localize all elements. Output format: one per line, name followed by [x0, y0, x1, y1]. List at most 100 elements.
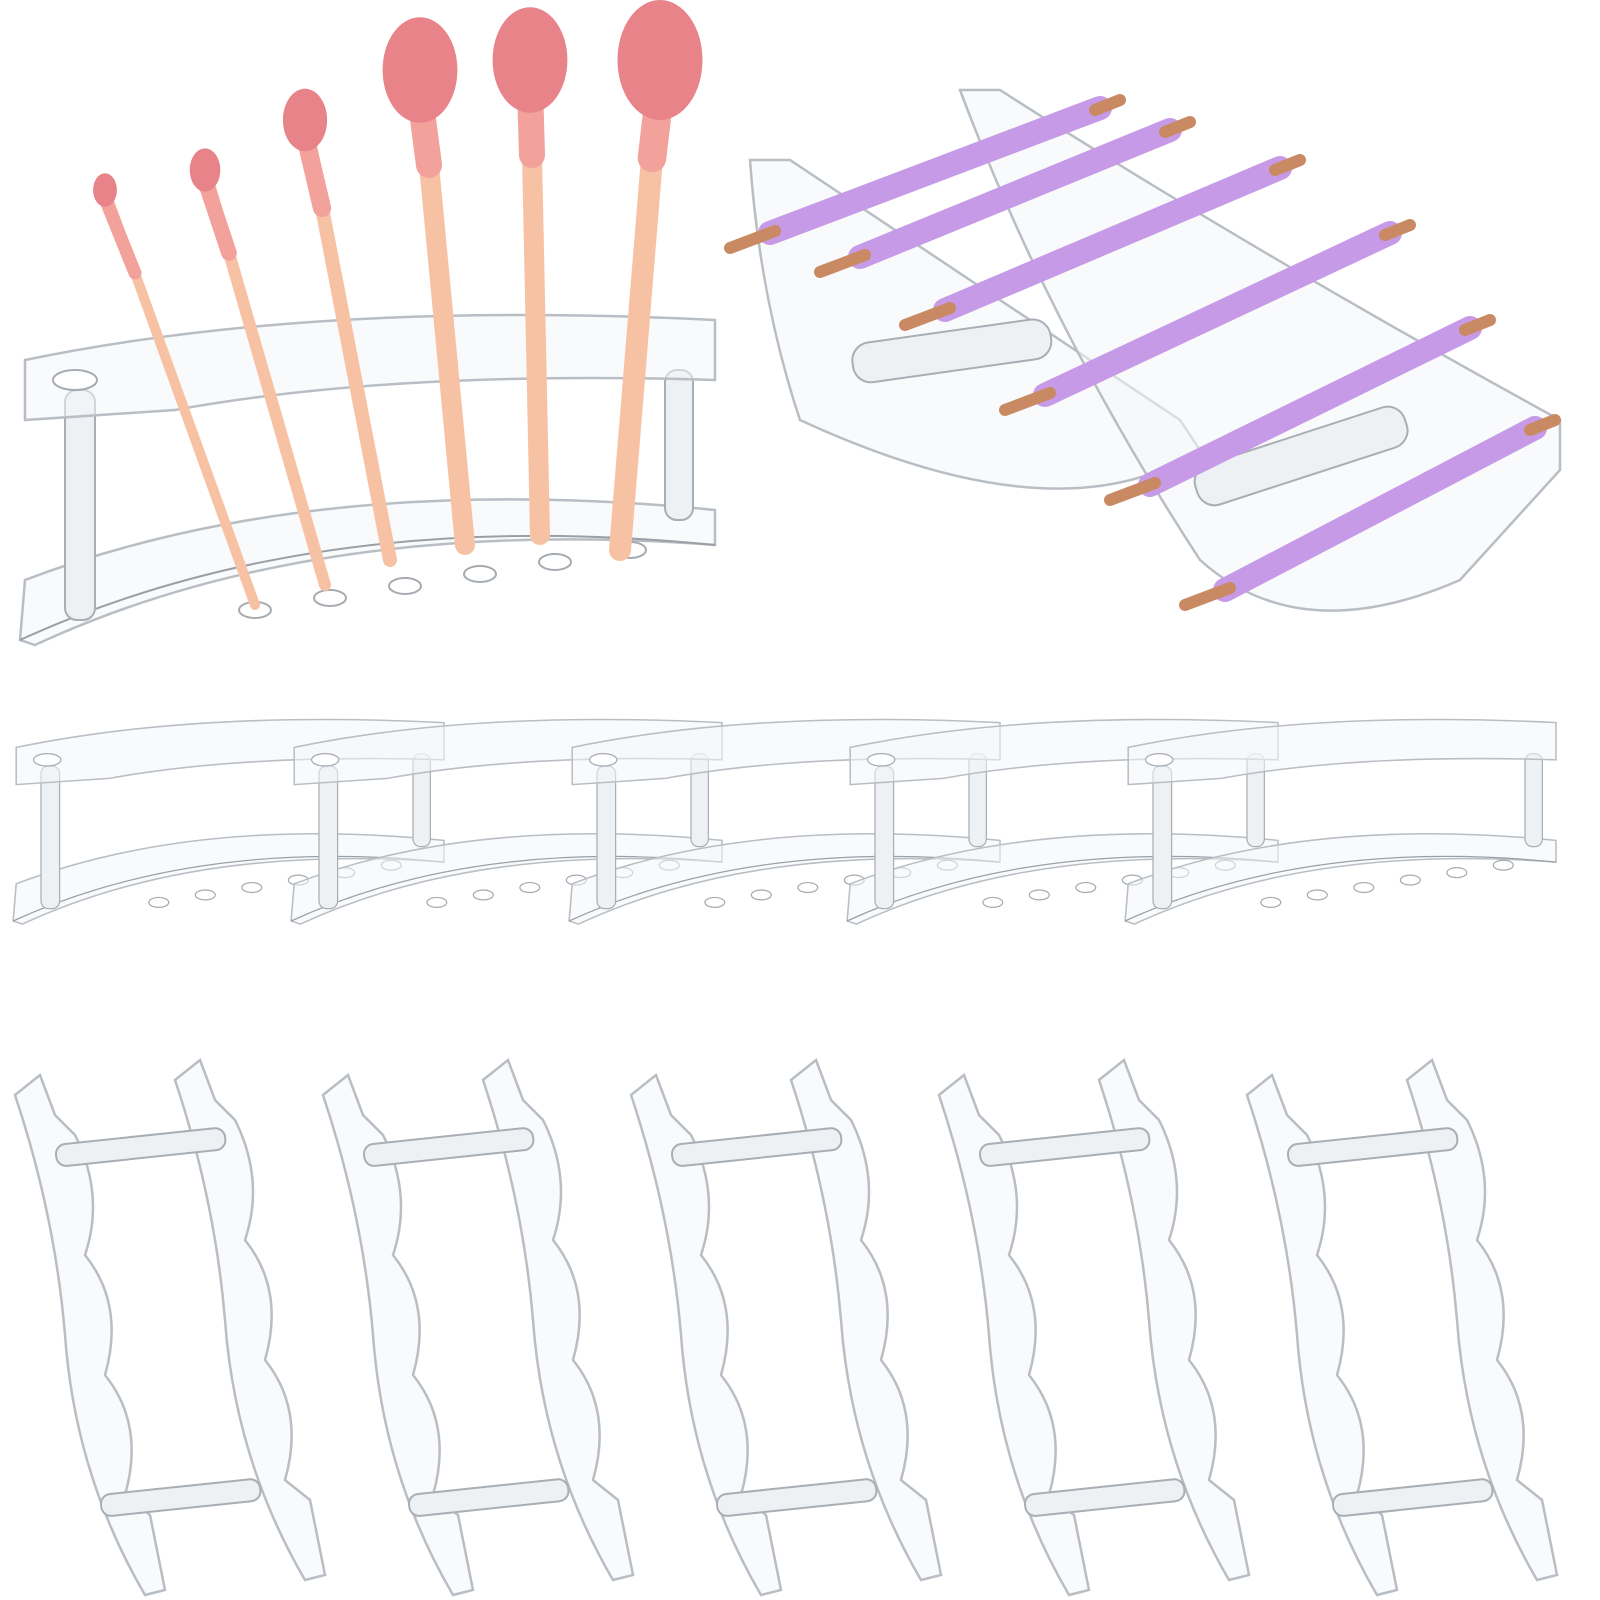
stand-top-tray	[23, 313, 717, 422]
rack-side-plate	[13, 1072, 167, 1597]
brush-hole	[797, 881, 819, 894]
pen-tip	[1179, 582, 1236, 611]
brush-hole	[426, 896, 448, 908]
rack-rod	[1023, 1478, 1186, 1517]
pen-body	[1213, 416, 1547, 602]
pen-stand-rod	[1193, 405, 1409, 507]
brush-bristles	[492, 7, 568, 113]
top-hole	[32, 752, 62, 767]
brush-hole	[519, 881, 541, 894]
rack-rod	[1286, 1127, 1459, 1167]
stand-top-tray	[1127, 718, 1557, 786]
stand-post	[596, 765, 617, 910]
pen-cap	[1379, 219, 1416, 241]
brush-hole	[241, 881, 263, 894]
top-hole	[866, 752, 896, 767]
pen-rack	[321, 1057, 635, 1597]
rack-rod	[715, 1478, 878, 1517]
pen-rack	[13, 1057, 327, 1597]
pen-stand-with-pens	[724, 88, 1562, 612]
pen-body	[933, 156, 1292, 322]
pen-tip	[999, 387, 1056, 416]
pen-cap	[1459, 314, 1496, 336]
brush-bristles	[93, 173, 117, 207]
rack-rod	[407, 1478, 570, 1517]
brush-hole	[1446, 867, 1468, 879]
rack-side-plate	[1245, 1072, 1399, 1597]
brush-hole	[1399, 874, 1421, 886]
brush-hole	[704, 896, 726, 908]
brush-ferrule	[197, 173, 237, 261]
stand-base	[18, 498, 717, 647]
empty-brush-stands-row	[12, 718, 1557, 925]
brush-hole	[194, 889, 216, 901]
pen-cap	[1524, 414, 1561, 436]
brush-hole	[463, 565, 497, 583]
base-edge	[1124, 855, 1557, 922]
pen-cap	[1269, 154, 1306, 176]
brush-hole	[388, 577, 422, 595]
rack-side-plate	[1405, 1057, 1559, 1582]
pen-tip	[814, 249, 871, 278]
pen-tip	[724, 225, 781, 254]
pen-stand-rod	[851, 318, 1053, 384]
stand-post	[40, 765, 61, 910]
brush-ferrule	[98, 191, 142, 280]
brush-bristles	[282, 88, 328, 152]
brush-hole	[1075, 881, 1097, 894]
rack-side-plate	[173, 1057, 327, 1582]
pen-stand-back-plate	[748, 158, 1202, 490]
stand-post	[874, 765, 895, 910]
rack-side-plate	[481, 1057, 635, 1582]
brush-hole	[982, 896, 1004, 908]
empty-pen-racks-row	[13, 1057, 1559, 1597]
rack-rod	[99, 1478, 262, 1517]
brush-hole	[538, 553, 572, 571]
rack-rod	[54, 1127, 227, 1167]
brush-bristles	[382, 17, 458, 123]
rack-side-plate	[321, 1072, 475, 1597]
stand-post	[1152, 765, 1173, 910]
rack-rod	[670, 1127, 843, 1167]
brush-hole	[472, 889, 494, 901]
brush-hole	[148, 896, 170, 908]
rack-side-plate	[789, 1057, 943, 1582]
brush-hole	[1028, 889, 1050, 901]
top-hole	[588, 752, 618, 767]
pen-rack	[1245, 1057, 1559, 1597]
pen-tip	[899, 302, 956, 331]
brush-bristles	[617, 0, 703, 120]
rack-side-plate	[629, 1072, 783, 1597]
stand-post	[664, 369, 694, 521]
brush-hole	[1353, 881, 1375, 894]
pen-body	[848, 118, 1182, 269]
top-hole	[310, 752, 340, 767]
pen-cap	[1159, 116, 1196, 138]
top-hole	[1144, 752, 1174, 767]
brush-stand-with-brushes	[18, 0, 717, 647]
rack-side-plate	[1097, 1057, 1251, 1582]
brush-hole	[1306, 889, 1328, 901]
brush-bristles	[189, 148, 221, 192]
pen-rack	[937, 1057, 1251, 1597]
stand-post	[1524, 752, 1543, 848]
rack-rod	[362, 1127, 535, 1167]
pen-body	[758, 96, 1112, 245]
pen-body	[1033, 221, 1402, 407]
pen-tip	[1104, 477, 1161, 506]
base-edge	[19, 534, 716, 641]
top-hole	[52, 369, 98, 391]
brush-hole	[1260, 896, 1282, 908]
stand-post	[64, 389, 96, 621]
brush-hole	[1492, 859, 1514, 871]
pen-cap	[1089, 94, 1126, 116]
brush-hole	[313, 589, 347, 607]
rack-rod	[1331, 1478, 1494, 1517]
rack-rod	[978, 1127, 1151, 1167]
stand-post	[318, 765, 339, 910]
pen-body	[1138, 316, 1482, 497]
pen-rack	[629, 1057, 943, 1597]
brush-stand	[1124, 718, 1557, 925]
rack-side-plate	[937, 1072, 1091, 1597]
